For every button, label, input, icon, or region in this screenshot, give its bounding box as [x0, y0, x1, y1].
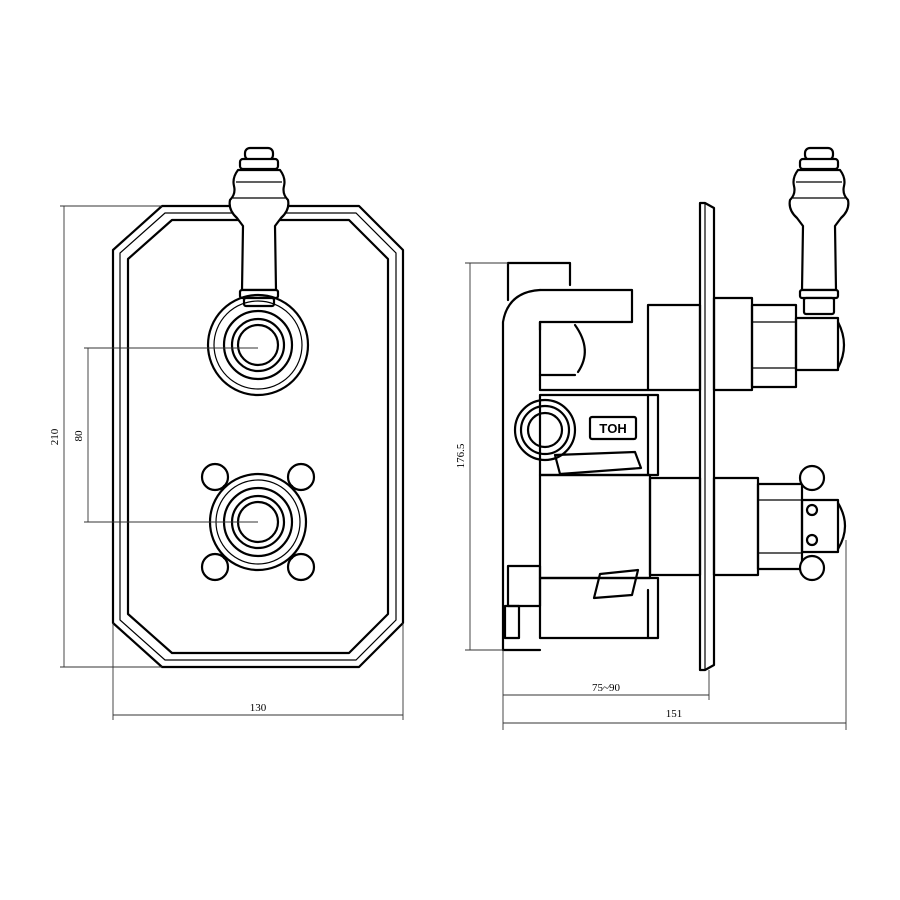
upper-control — [206, 293, 310, 397]
front-plate-bevel — [119, 212, 397, 661]
valve-body — [501, 261, 660, 652]
dimension-front-width: 130 — [112, 623, 404, 720]
side-depth-range-label: 75~90 — [592, 682, 620, 694]
side-view: HOT — [455, 146, 850, 730]
front-view: 210 80 130 — [49, 146, 405, 720]
upper-spindle — [646, 296, 846, 392]
dimension-front-spacing: 80 — [73, 347, 258, 523]
front-plate-inner — [126, 218, 390, 655]
dimension-side-depth-range: 75~90 — [502, 650, 710, 700]
dimension-side-height: 176.5 — [455, 262, 508, 651]
front-spacing-label: 80 — [73, 430, 85, 442]
hot-marking-text: HOT — [599, 421, 627, 436]
lower-spindle — [648, 464, 847, 582]
side-height-label: 176.5 — [455, 443, 467, 468]
hot-outlet — [513, 398, 577, 462]
dimension-side-total-depth: 151 — [502, 540, 847, 730]
front-height-label: 210 — [49, 428, 61, 445]
lever-handle — [228, 146, 290, 308]
wall-plate — [698, 201, 716, 672]
front-width-label: 130 — [250, 702, 267, 714]
hot-label: HOT — [588, 415, 638, 441]
side-lever — [788, 146, 850, 316]
dimension-front-height: 210 — [49, 205, 162, 668]
side-total-depth-label: 151 — [666, 708, 683, 720]
front-plate-outer — [111, 204, 405, 669]
